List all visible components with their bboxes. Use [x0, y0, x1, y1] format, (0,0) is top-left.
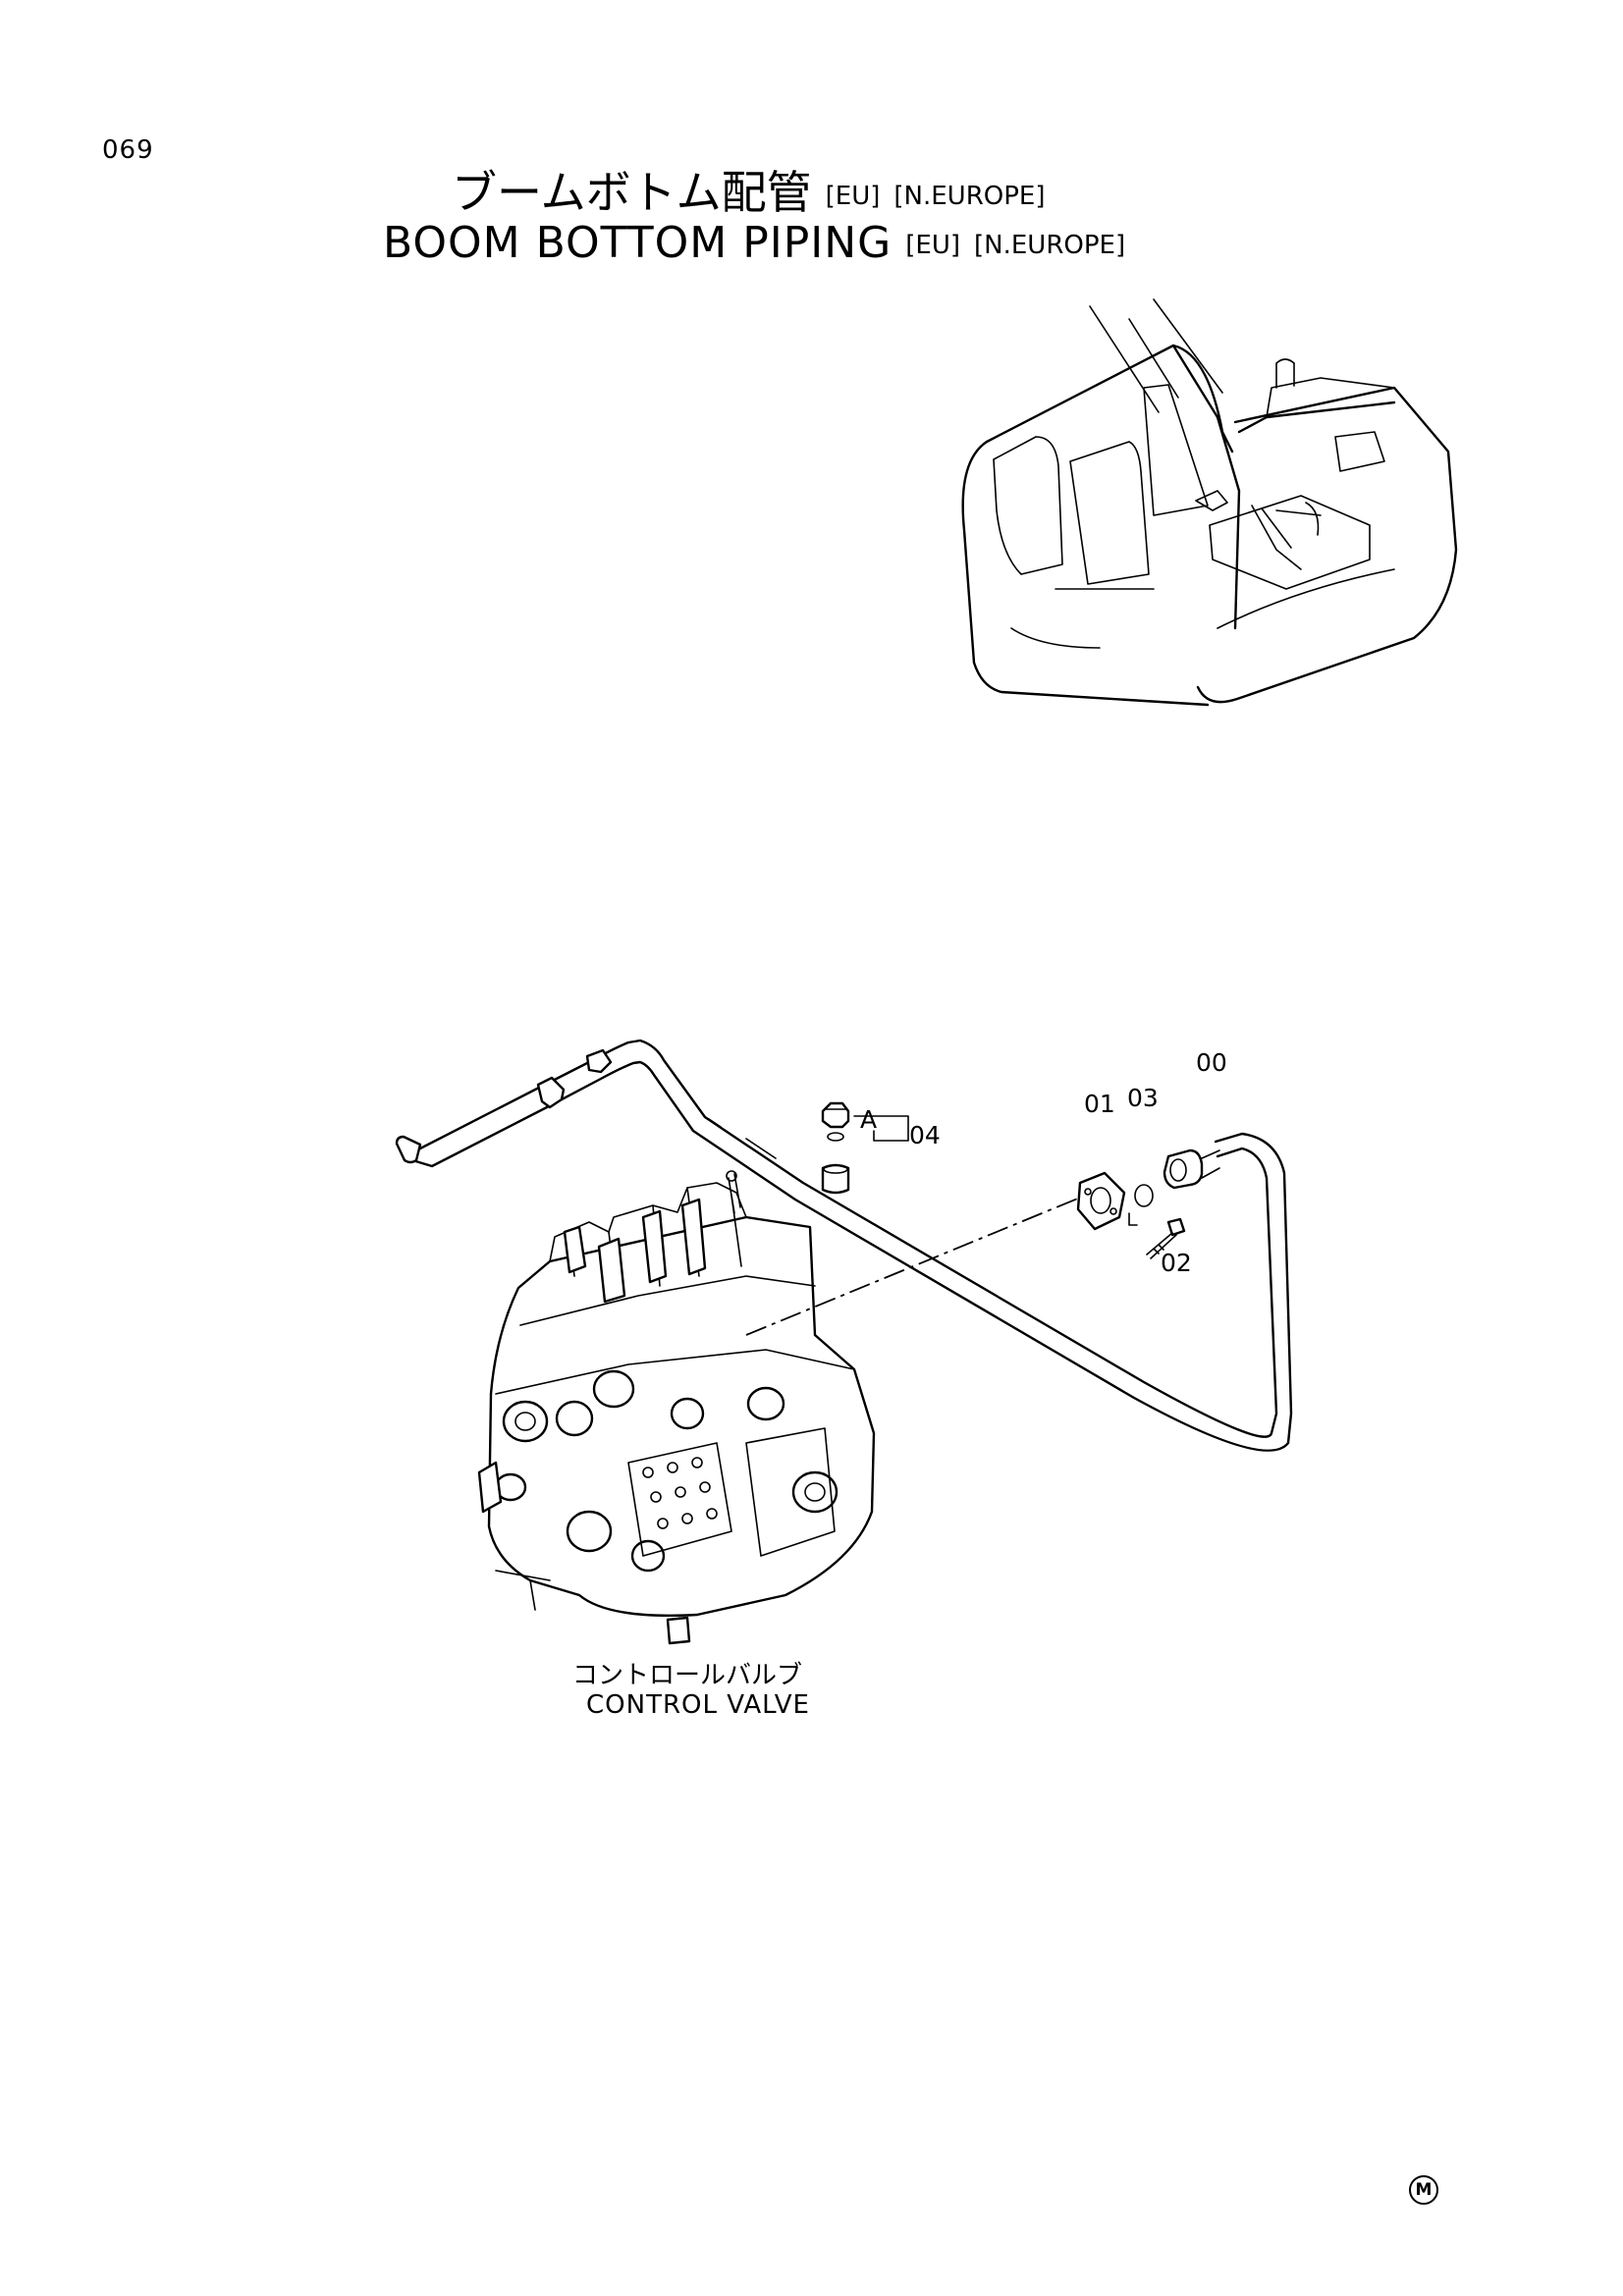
pipe-assembly-icon: [395, 1039, 1293, 1452]
title-en-tag-neurope: [N.EUROPE]: [974, 231, 1126, 260]
title-en-tag-eu: [EU]: [905, 231, 961, 260]
callout-detail-a: A: [860, 1105, 878, 1134]
control-valve-label-jp: コントロールバルブ: [572, 1661, 803, 1690]
plug-fitting: [821, 1101, 909, 1195]
title-english: BOOM BOTTOM PIPING [EU] [N.EUROPE]: [383, 218, 1125, 268]
title-japanese: ブームボトム配管 [EU] [N.EUROPE]: [452, 157, 1045, 222]
connection-centerline: [745, 1197, 1081, 1336]
callout-00: 00: [1196, 1048, 1227, 1077]
callout-04: 04: [909, 1121, 941, 1149]
title-jp-tag-neurope: [N.EUROPE]: [893, 182, 1046, 211]
flange-assembly: [1076, 1171, 1186, 1259]
title-jp-text: ブームボトム配管: [452, 166, 812, 219]
title-jp-tag-eu: [EU]: [825, 182, 881, 211]
control-valve-label-en: CONTROL VALVE: [586, 1690, 810, 1720]
maker-mark-badge: M: [1409, 2175, 1438, 2205]
callout-03: 03: [1127, 1084, 1159, 1112]
callout-02: 02: [1161, 1249, 1192, 1277]
control-valve-icon: [477, 1170, 876, 1645]
excavator-location-icon: [961, 298, 1458, 707]
callout-01: 01: [1084, 1090, 1115, 1118]
page-number: 069: [102, 135, 154, 165]
title-en-text: BOOM BOTTOM PIPING: [383, 218, 893, 268]
